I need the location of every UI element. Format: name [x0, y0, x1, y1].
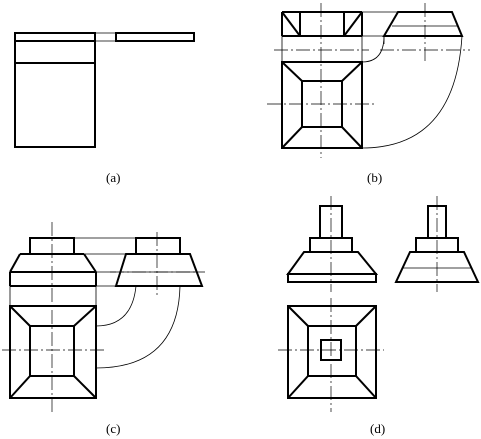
panel-d: (d): [278, 196, 480, 436]
panel-b-projection-lines: [361, 11, 463, 149]
panel-d-front-view: [286, 205, 379, 283]
panel-a-front-view: [14, 32, 96, 148]
panel-a-projection-lines: [95, 32, 116, 42]
panel-b-front-view: [281, 11, 363, 62]
panel-d-top-view: [287, 305, 377, 399]
panel-c-projection-lines: [74, 237, 181, 369]
panel-b-side-view: [382, 11, 464, 44]
panel-a: (a): [14, 32, 195, 185]
panel-b-top-view: [281, 61, 363, 149]
panel-d-axes: [278, 196, 438, 412]
caption-d: (d): [370, 421, 385, 436]
panel-a-side-view: [115, 32, 195, 42]
panel-c-side-view: [114, 237, 204, 287]
panel-c: (c): [2, 222, 205, 436]
panel-b: (b): [267, 3, 470, 185]
caption-c: (c): [106, 421, 120, 436]
panel-c-axes: [2, 222, 205, 412]
panel-c-front-view: [9, 237, 97, 306]
caption-b: (b): [367, 170, 382, 185]
panel-d-side-view: [394, 205, 480, 283]
caption-a: (a): [106, 170, 120, 185]
panel-c-top-view: [9, 305, 97, 399]
